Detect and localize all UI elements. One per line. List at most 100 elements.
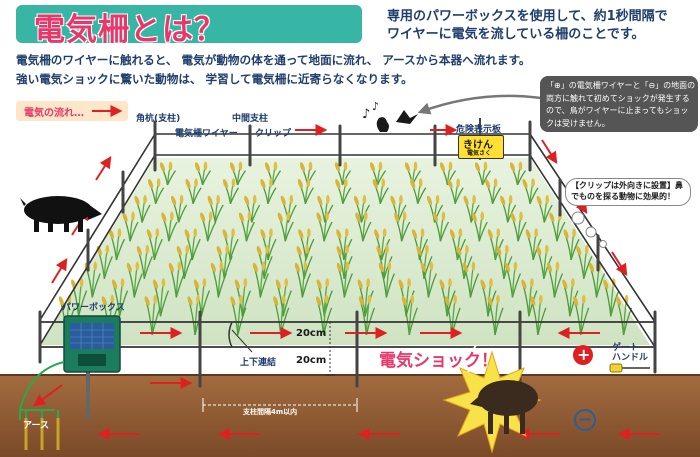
- rice-plant: [316, 211, 333, 242]
- corner-post-label: 角杭(支柱): [136, 114, 181, 124]
- rice-plant: [238, 211, 256, 242]
- fence-wire-label: 電気柵ワイヤー: [175, 129, 238, 139]
- rice-plant: [563, 228, 580, 261]
- thought-pointer: [417, 94, 542, 115]
- rice-plant: [549, 211, 566, 242]
- rice-plant: [146, 228, 163, 261]
- rice-plant: [536, 194, 553, 223]
- rice-plant: [336, 261, 353, 298]
- title-banner: [16, 5, 362, 43]
- rice-plant: [562, 278, 579, 317]
- shocked-boar-icon: [470, 380, 538, 434]
- danger-sign-label: 危険表示板: [456, 125, 502, 135]
- wild-boar-icon: [20, 196, 102, 232]
- rice-plant: [504, 261, 522, 298]
- rice-plant: [252, 261, 269, 298]
- rice-plant: [372, 178, 389, 204]
- rice-plant: [510, 211, 527, 242]
- rice-plant: [487, 228, 504, 261]
- post-spacing-marker: [202, 398, 358, 412]
- clip-label: クリップ: [255, 129, 292, 139]
- rice-plant: [234, 278, 251, 317]
- lead-line-1: 専用のパワーボックスを使用して、約1秒間隔で: [387, 9, 668, 24]
- power-box: [63, 315, 121, 420]
- rice-plants: [58, 161, 633, 336]
- rice-plant: [148, 178, 165, 204]
- bird-icon: ♪ ♪: [362, 100, 418, 132]
- front-fence: [40, 321, 655, 348]
- rice-plant: [603, 278, 620, 317]
- thought-dots: [571, 211, 607, 248]
- middle-post-label: 中間支柱: [232, 114, 269, 124]
- minus-marker-icon: [574, 409, 596, 431]
- clip-note-bubble: [565, 178, 691, 206]
- rice-plant: [334, 161, 352, 186]
- rice-plant: [394, 211, 411, 242]
- gate-handle-label: ゲート ハンドル: [612, 343, 649, 363]
- power-box-label: パワーボックス: [62, 303, 125, 313]
- rice-plant: [420, 261, 438, 298]
- plus-marker-icon: [573, 345, 593, 365]
- minus-symbol: −: [578, 410, 593, 430]
- rice-plant: [316, 294, 333, 336]
- rice-plant: [410, 178, 427, 204]
- svg-text:♪: ♪: [362, 107, 370, 122]
- rice-plant: [161, 211, 178, 242]
- earth-label: アース: [23, 421, 50, 431]
- rice-plant: [335, 178, 352, 204]
- rice-plant: [185, 178, 202, 204]
- rice-plant: [222, 178, 240, 204]
- rice-plant: [168, 261, 185, 298]
- rice-plant: [463, 194, 480, 223]
- rice-plant: [439, 161, 457, 186]
- explanation-line-2: 強い電気ショックに驚いた動物は、 学習して電気柵に近寄らなくなります。: [16, 72, 413, 86]
- current-flow-legend: [16, 101, 128, 121]
- rice-plant: [357, 278, 374, 317]
- rice-plant: [277, 211, 294, 242]
- rice-plant: [522, 178, 539, 204]
- plus-symbol: +: [577, 345, 591, 364]
- rice-plant: [260, 178, 277, 204]
- post-spacing-label: 支柱間隔4m以内: [243, 408, 298, 416]
- svg-text:♪: ♪: [372, 100, 379, 113]
- rice-plant: [447, 178, 464, 204]
- clip-note-text: 【クリップは外向きに設置】鼻でものを探る動物に効果的！: [571, 181, 683, 201]
- shock-label: 電気ショック！: [379, 351, 498, 371]
- rice-plant: [487, 294, 504, 336]
- upper-wire-height: 20cm: [296, 328, 327, 339]
- current-flow-arrow: [541, 139, 558, 165]
- rice-plant: [200, 211, 217, 242]
- rice-plant: [462, 261, 480, 298]
- height-markers: [325, 321, 335, 376]
- current-flow-arrow: [51, 257, 68, 284]
- rice-plant: [126, 261, 143, 298]
- rice-plant: [509, 161, 527, 186]
- explanation-line-1: 電気柵のワイヤーに触れると、 電気が動物の体を通って地面に流れ、 アースから本器…: [16, 53, 531, 67]
- danger-sign-sub-text: 電気さく: [467, 150, 492, 157]
- bird-thought-text: 「⊕」の電気柵ワイヤーと「⊖」の地面の両方に触れて初めてショックが発生するので、…: [546, 81, 696, 128]
- rice-plant: [474, 161, 492, 186]
- rice-plant: [378, 261, 395, 298]
- rice-plant: [96, 244, 113, 279]
- rice-plant: [134, 194, 151, 223]
- rice-plant: [500, 194, 517, 223]
- rice-plant: [432, 211, 450, 242]
- lightning-bolt-icon: [467, 344, 478, 373]
- current-flow-arrow: [33, 384, 63, 407]
- rice-plant: [496, 244, 513, 279]
- rice-plant: [256, 244, 273, 279]
- rice-plant: [439, 278, 456, 317]
- rice-plant: [456, 244, 473, 279]
- left-side-fence: [39, 133, 156, 346]
- rice-plant: [187, 294, 204, 336]
- current-flow-arrow: [611, 251, 628, 277]
- rice-plant: [376, 244, 393, 279]
- lower-wire-height: 20cm: [296, 355, 327, 366]
- rice-plant: [297, 178, 314, 204]
- rice-plant: [485, 178, 502, 204]
- rice-plant: [111, 278, 129, 317]
- rice-plant: [374, 228, 391, 261]
- up-down-link-label: 上下連結: [240, 355, 277, 368]
